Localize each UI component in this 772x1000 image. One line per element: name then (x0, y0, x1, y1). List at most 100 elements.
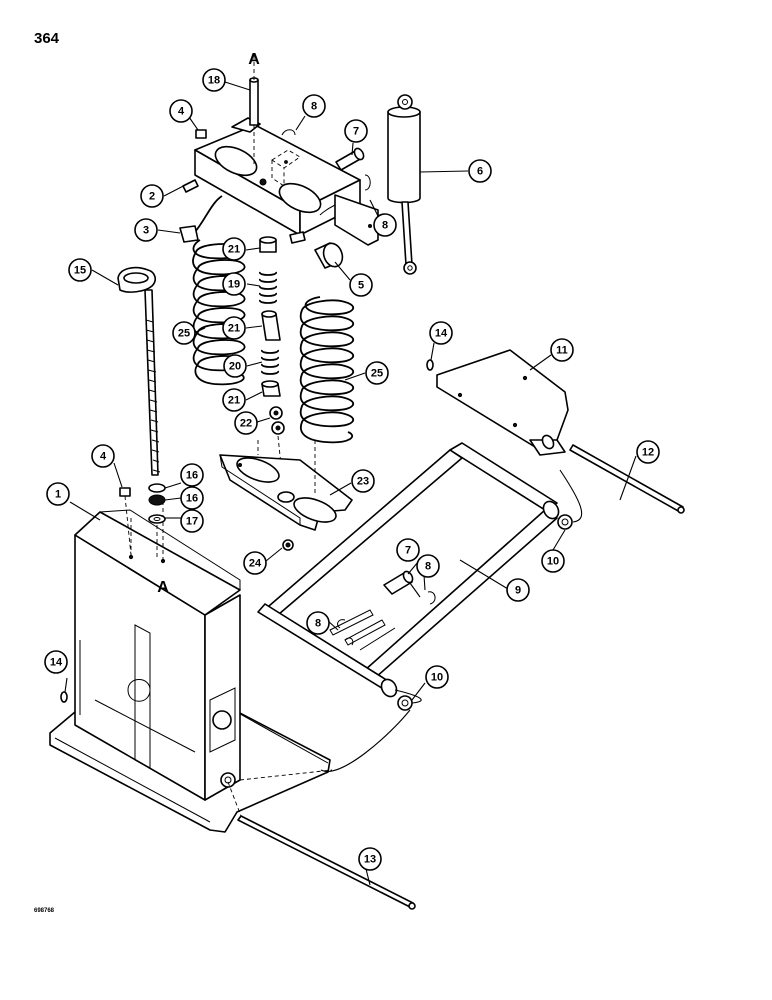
callout-23-lower-spring-plate: 23 (351, 469, 375, 493)
callout-22-nut: 22 (234, 411, 258, 435)
callout-circle (396, 538, 420, 562)
callout-circle (541, 549, 565, 573)
callout-label: 6 (477, 166, 483, 178)
callout-circle (169, 99, 193, 123)
callout-circle (46, 482, 70, 506)
callout-label: 10 (547, 556, 559, 568)
bushing-10-drawings (320, 469, 583, 772)
callout-label: 14 (435, 328, 448, 340)
callout-circle (223, 354, 247, 378)
reference-mark-a-bottom: A (157, 579, 169, 596)
callout-7-pin: 7 (396, 538, 420, 562)
callout-label: 8 (311, 101, 317, 113)
callout-11-seat-mounting-plate: 11 (550, 338, 574, 362)
callout-8-retaining-ring: 8 (373, 213, 397, 237)
callout-3-strap: 3 (134, 218, 158, 242)
callout-circle (180, 463, 204, 487)
bushing-5-drawing (314, 242, 344, 269)
callout-21-spring-retainer: 21 (222, 237, 246, 261)
callout-label: 21 (228, 244, 240, 256)
callout-label: 16 (186, 470, 198, 482)
callout-label: 13 (364, 854, 376, 866)
callout-circle (550, 338, 574, 362)
retaining-rings-drawings (60, 359, 436, 703)
callout-label: 4 (178, 106, 185, 118)
callout-20-spring: 20 (223, 354, 247, 378)
callout-1-seat-base: 1 (46, 482, 70, 506)
reference-marks: A A (157, 51, 260, 596)
pin-7-upper-drawing (281, 129, 371, 191)
callout-19-spring: 19 (222, 272, 246, 296)
callout-circle (202, 68, 226, 92)
callout-label: 12 (642, 447, 654, 459)
callout-label: 25 (371, 368, 383, 380)
callout-13-rod: 13 (358, 847, 382, 871)
callout-label: 5 (358, 280, 364, 292)
callout-6-shock-absorber: 6 (468, 159, 492, 183)
callout-14-retaining-ring: 14 (429, 321, 453, 345)
lower-spring-plate-drawing (219, 440, 353, 551)
callout-16-washer: 16 (180, 463, 204, 487)
callout-circle (302, 94, 326, 118)
callout-25-spring: 25 (365, 361, 389, 385)
callout-label: 20 (229, 361, 241, 373)
callout-12-rod: 12 (636, 440, 660, 464)
reference-mark-a-top: A (248, 51, 260, 68)
figure-code: 698768 (34, 908, 55, 914)
scissor-frame-drawing (257, 442, 560, 698)
callouts: 1234456778888910101112131414151616171819… (44, 68, 660, 871)
callout-circle (306, 611, 330, 635)
callout-9-scissor-frame: 9 (506, 578, 530, 602)
callout-label: 16 (186, 493, 198, 505)
callout-label: 8 (382, 220, 388, 232)
callout-label: 4 (100, 451, 107, 463)
callout-14-retaining-ring: 14 (44, 650, 68, 674)
callout-label: 23 (357, 476, 369, 488)
seat-base-drawing (49, 500, 333, 833)
callout-circle (222, 388, 246, 412)
callout-8-retaining-ring: 8 (302, 94, 326, 118)
center-spring-stack-drawing (259, 236, 285, 496)
callout-label: 18 (208, 75, 220, 87)
callout-25-spring: 25 (172, 321, 196, 345)
callout-label: 19 (228, 279, 240, 291)
callout-2-upper-bracket: 2 (140, 184, 164, 208)
callout-circle (506, 578, 530, 602)
callout-label: 10 (431, 672, 443, 684)
callout-circle (468, 159, 492, 183)
callout-circle (636, 440, 660, 464)
callout-label: 22 (240, 418, 252, 430)
callout-circle (44, 650, 68, 674)
seat-mounting-plate-drawing (436, 349, 569, 456)
callout-label: 17 (186, 516, 198, 528)
callout-10-bushing: 10 (541, 549, 565, 573)
callout-circle (172, 321, 196, 345)
callout-label: 1 (55, 489, 61, 501)
callout-circle (416, 554, 440, 578)
callout-circle (373, 213, 397, 237)
callout-8-retaining-ring: 8 (306, 611, 330, 635)
callout-label: 3 (143, 225, 149, 237)
callout-24-nut: 24 (243, 551, 267, 575)
callout-5-bushing: 5 (349, 273, 373, 297)
callout-circle (134, 218, 158, 242)
spring-25-right-drawing (299, 296, 355, 444)
callout-label: 9 (515, 585, 521, 597)
callout-label: 25 (178, 328, 190, 340)
callout-circle (222, 272, 246, 296)
callout-circle (365, 361, 389, 385)
callout-label: 7 (353, 126, 359, 138)
pin-7-lower-drawing (337, 570, 421, 629)
callout-circle (358, 847, 382, 871)
page-number: 364 (34, 30, 60, 47)
rod-12-drawing (569, 444, 685, 514)
callout-circle (140, 184, 164, 208)
callout-7-pin: 7 (344, 119, 368, 143)
callout-15-adjusting-knob: 15 (68, 258, 92, 282)
callout-4-nut: 4 (169, 99, 193, 123)
adjusting-knob-drawing (117, 266, 161, 476)
callout-label: 7 (405, 545, 411, 557)
callout-circle (344, 119, 368, 143)
callout-label: 15 (74, 265, 86, 277)
